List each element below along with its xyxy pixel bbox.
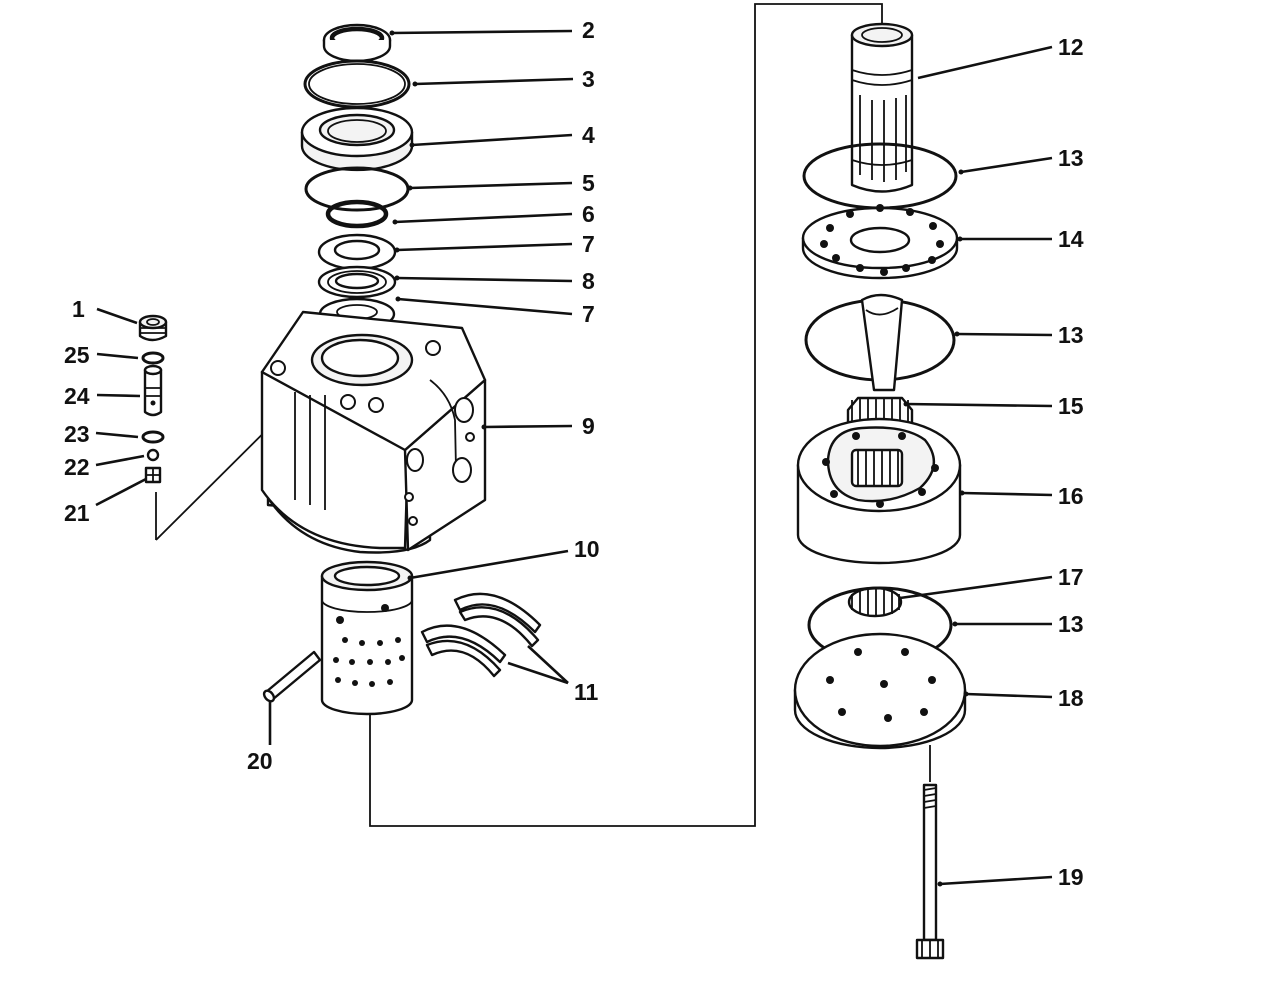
- part-14-spacer-plate: [801, 204, 959, 280]
- callout-9: 9: [582, 413, 595, 439]
- callout-10: 10: [574, 536, 600, 562]
- callout-7-lower: 7: [582, 301, 595, 327]
- part-21-seat: [144, 466, 162, 484]
- part-7-washer-upper: [317, 233, 397, 271]
- callout-5: 5: [582, 170, 595, 196]
- part-15-drive: [846, 293, 914, 427]
- leader-lines: [95, 29, 1053, 887]
- part-3-o-ring: [303, 59, 411, 109]
- callout-8: 8: [582, 268, 595, 294]
- callout-24: 24: [64, 383, 90, 409]
- part-9-housing: [260, 310, 487, 554]
- part-1-valve-plug: [138, 314, 168, 342]
- callout-13-lower: 13: [1058, 611, 1084, 637]
- callout-6: 6: [582, 201, 595, 227]
- part-11-centering-springs: [420, 592, 542, 678]
- callout-13-upper: 13: [1058, 145, 1084, 171]
- callout-25: 25: [64, 342, 90, 368]
- callout-4: 4: [582, 122, 595, 148]
- part-6-seal: [325, 199, 389, 229]
- part-19-cap-screw: [915, 783, 945, 960]
- callout-20: 20: [247, 748, 273, 774]
- callout-23: 23: [64, 421, 90, 447]
- callout-7-upper: 7: [582, 231, 595, 257]
- callout-22: 22: [64, 454, 90, 480]
- part-24-valve-poppet: [143, 364, 163, 417]
- callout-21: 21: [64, 500, 90, 526]
- part-4-bearing-race: [300, 106, 414, 172]
- callout-17: 17: [1058, 564, 1084, 590]
- callout-16: 16: [1058, 483, 1084, 509]
- part-23-o-ring: [141, 430, 165, 444]
- callout-13-middle: 13: [1058, 322, 1084, 348]
- part-12-drive-shaft: [850, 22, 914, 193]
- assembly-path-line: [369, 3, 883, 827]
- callout-12: 12: [1058, 34, 1084, 60]
- part-25-o-ring: [141, 351, 165, 365]
- callout-15: 15: [1058, 393, 1084, 419]
- part-10-spool-sleeve: [320, 560, 414, 716]
- part-20-pin: [262, 650, 322, 703]
- callout-19: 19: [1058, 864, 1084, 890]
- callout-14: 14: [1058, 226, 1084, 252]
- callout-2: 2: [582, 17, 595, 43]
- part-18-end-cap: [793, 632, 967, 750]
- callout-3: 3: [582, 66, 595, 92]
- callout-1: 1: [72, 296, 85, 322]
- callout-labels: 2 3 4 5 6 7 8 7 1 25 24 23 22 21 9 10 11…: [64, 17, 1084, 890]
- part-8-thrust-bearing: [317, 265, 397, 299]
- part-22-ball: [146, 448, 160, 462]
- callout-11: 11: [574, 679, 599, 705]
- part-2-seal: [322, 23, 392, 63]
- part-17-gear: [847, 586, 903, 618]
- part-16-gerotor: [796, 417, 962, 565]
- callout-18: 18: [1058, 685, 1084, 711]
